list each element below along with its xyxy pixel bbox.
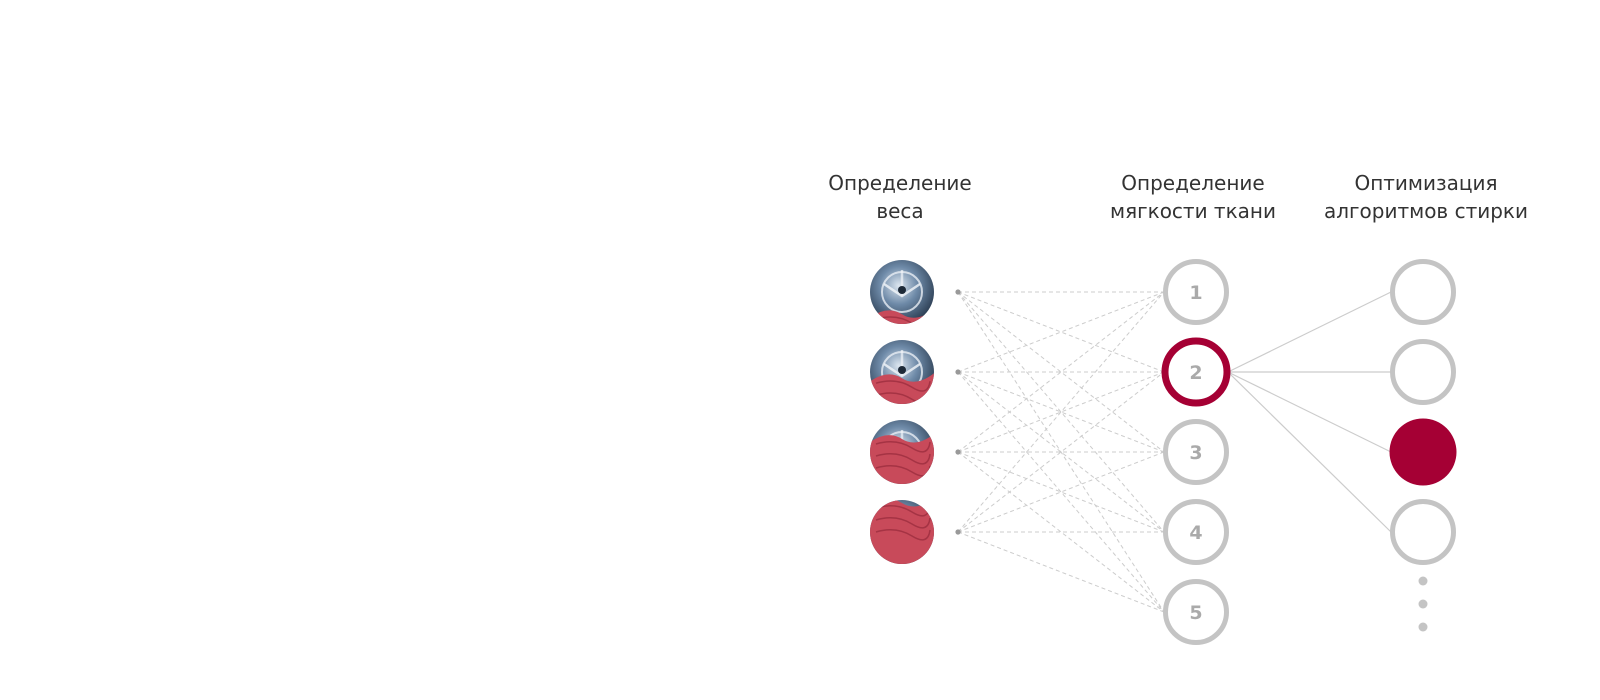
weight-softness-link <box>957 291 1165 613</box>
weight-softness-link <box>957 371 1165 533</box>
softness-ring <box>1163 259 1229 325</box>
softness-ring <box>1163 499 1229 565</box>
connection-lines <box>957 291 1392 613</box>
title-optimization: Оптимизация алгоритмов стирки <box>1306 169 1546 225</box>
softness-number: 2 <box>1189 362 1202 384</box>
title-softness-line1: Определение <box>1121 171 1265 195</box>
title-weight: Определение веса <box>780 169 1020 225</box>
load-level-2 <box>870 340 934 404</box>
algorithm-node <box>1390 499 1456 565</box>
weight-softness-link <box>957 291 1165 453</box>
title-weight-line1: Определение <box>828 171 972 195</box>
connector-dot <box>955 369 961 375</box>
softness-algorithm-link <box>1227 371 1392 533</box>
title-softness: Определение мягкости ткани <box>1073 169 1313 225</box>
title-weight-line2: веса <box>876 199 924 223</box>
softness-ring <box>1161 337 1231 407</box>
softness-algorithm-link <box>1227 291 1392 373</box>
weight-softness-link <box>957 291 1165 453</box>
weight-softness-link <box>957 371 1165 533</box>
algorithm-node-selected <box>1389 418 1457 486</box>
title-softness-line2: мягкости ткани <box>1109 199 1276 223</box>
algorithm-node <box>1390 339 1456 405</box>
algorithm-node <box>1390 259 1456 325</box>
weight-softness-link <box>957 531 1165 613</box>
weight-softness-link <box>957 291 1165 533</box>
connector-dot <box>955 449 961 455</box>
load-level-1 <box>870 260 934 324</box>
weight-softness-link <box>957 451 1165 533</box>
ellipsis-dot-icon <box>1418 622 1428 632</box>
diagram-nodes: 1 2 3 4 5 <box>870 259 1457 645</box>
ellipsis-dot-icon <box>1418 576 1428 586</box>
weight-softness-link <box>957 371 1165 453</box>
softness-ring <box>1163 579 1229 645</box>
load-level-4 <box>870 500 934 564</box>
weight-softness-link <box>957 291 1165 373</box>
softness-number: 5 <box>1189 602 1202 624</box>
weight-softness-link <box>957 291 1165 373</box>
softness-number: 3 <box>1189 442 1202 464</box>
softness-algorithm-link <box>1227 371 1392 453</box>
weight-softness-link <box>957 371 1165 613</box>
title-optimization-line1: Оптимизация <box>1354 171 1498 195</box>
title-optimization-line2: алгоритмов стирки <box>1323 199 1528 223</box>
weight-softness-link <box>957 451 1165 533</box>
connector-dot <box>955 289 961 295</box>
connector-dot <box>955 529 961 535</box>
ellipsis-dot-icon <box>1418 599 1428 609</box>
weight-softness-link <box>957 291 1165 533</box>
softness-ring <box>1163 419 1229 485</box>
weight-softness-link <box>957 451 1165 613</box>
softness-number: 1 <box>1189 282 1202 304</box>
weight-softness-link <box>957 371 1165 453</box>
softness-number: 4 <box>1189 522 1202 544</box>
load-level-3 <box>870 420 934 484</box>
